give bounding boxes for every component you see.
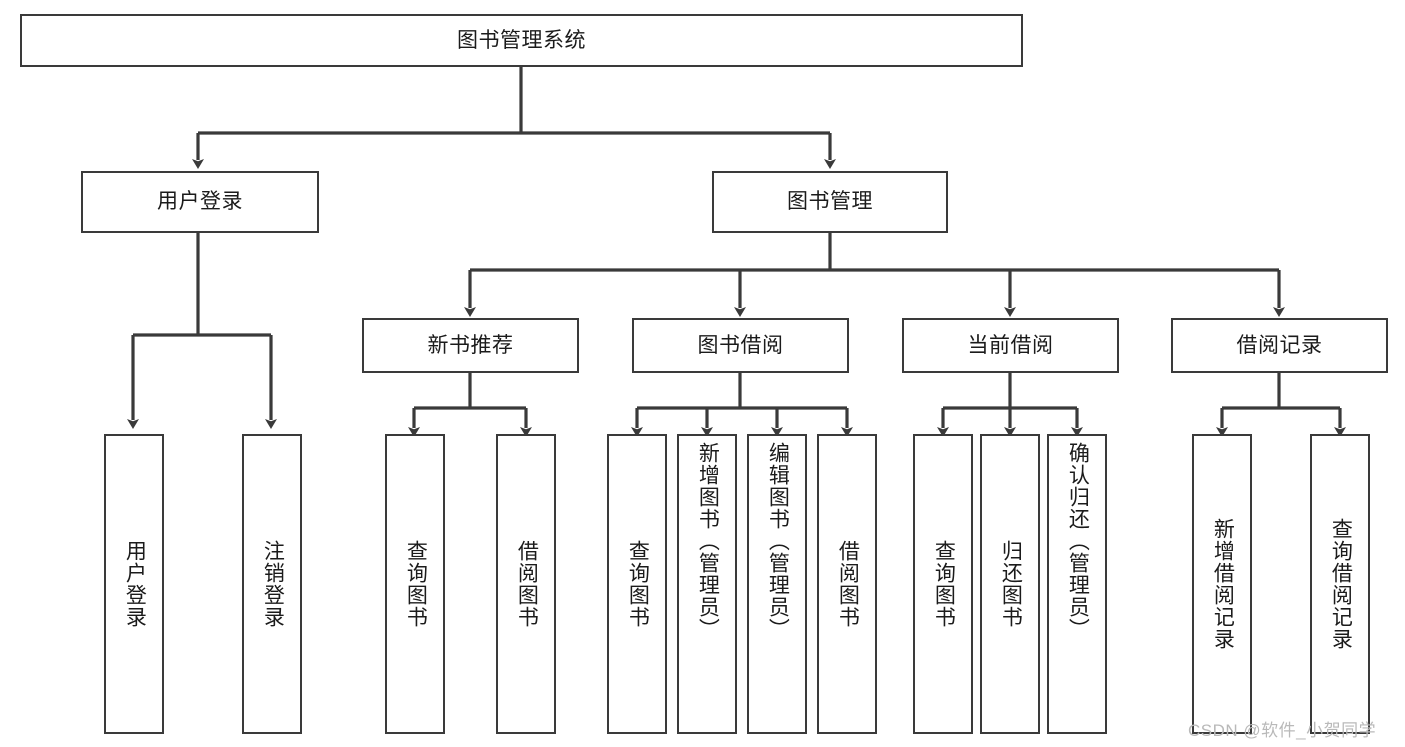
node-label: 图书管理系统: [457, 28, 586, 52]
leaf-book-borrow-edit[interactable]: 编辑图书（管理员）: [747, 434, 807, 734]
leaf-current-borrow-return[interactable]: 归还图书: [980, 434, 1040, 734]
node-label: 用户登录: [157, 190, 243, 214]
node-label: 归还图书: [999, 540, 1023, 628]
leaf-current-borrow-confirm-return[interactable]: 确认归还（管理员）: [1047, 434, 1107, 734]
node-new-book-recommend[interactable]: 新书推荐: [362, 318, 579, 373]
node-label: 编辑图书（管理员）: [766, 442, 790, 640]
node-label: 图书管理: [787, 190, 873, 214]
node-label: 新增借阅记录: [1211, 518, 1235, 650]
leaf-user-login-logout[interactable]: 注销登录: [242, 434, 302, 734]
node-label: 确认归还（管理员）: [1066, 442, 1090, 640]
node-borrow-record[interactable]: 借阅记录: [1171, 318, 1388, 373]
node-label: 查询图书: [404, 540, 428, 628]
leaf-new-book-borrow[interactable]: 借阅图书: [496, 434, 556, 734]
node-label: 借阅图书: [515, 540, 539, 628]
leaf-book-borrow-borrow[interactable]: 借阅图书: [817, 434, 877, 734]
node-label: 新增图书（管理员）: [696, 442, 720, 640]
leaf-book-borrow-query[interactable]: 查询图书: [607, 434, 667, 734]
leaf-borrow-record-add[interactable]: 新增借阅记录: [1192, 434, 1252, 734]
leaf-new-book-query[interactable]: 查询图书: [385, 434, 445, 734]
leaf-current-borrow-query[interactable]: 查询图书: [913, 434, 973, 734]
node-label: 新书推荐: [427, 333, 514, 357]
node-user-login[interactable]: 用户登录: [81, 171, 319, 233]
node-label: 查询图书: [932, 540, 956, 628]
node-book-borrow[interactable]: 图书借阅: [632, 318, 849, 373]
node-book-management[interactable]: 图书管理: [712, 171, 948, 233]
leaf-user-login-login[interactable]: 用户登录: [104, 434, 164, 734]
node-root-book-management-system[interactable]: 图书管理系统: [20, 14, 1023, 67]
watermark: CSDN @软件_小贺同学: [1188, 721, 1377, 740]
leaf-borrow-record-query[interactable]: 查询借阅记录: [1310, 434, 1370, 734]
node-label: 当前借阅: [967, 333, 1054, 357]
node-label: 用户登录: [123, 540, 147, 628]
leaf-book-borrow-add[interactable]: 新增图书（管理员）: [677, 434, 737, 734]
node-current-borrow[interactable]: 当前借阅: [902, 318, 1119, 373]
node-label: 借阅图书: [836, 540, 860, 628]
node-label: 查询借阅记录: [1329, 518, 1353, 650]
node-label: 借阅记录: [1236, 333, 1323, 357]
node-label: 图书借阅: [697, 333, 784, 357]
node-label: 查询图书: [626, 540, 650, 628]
node-label: 注销登录: [261, 540, 285, 628]
